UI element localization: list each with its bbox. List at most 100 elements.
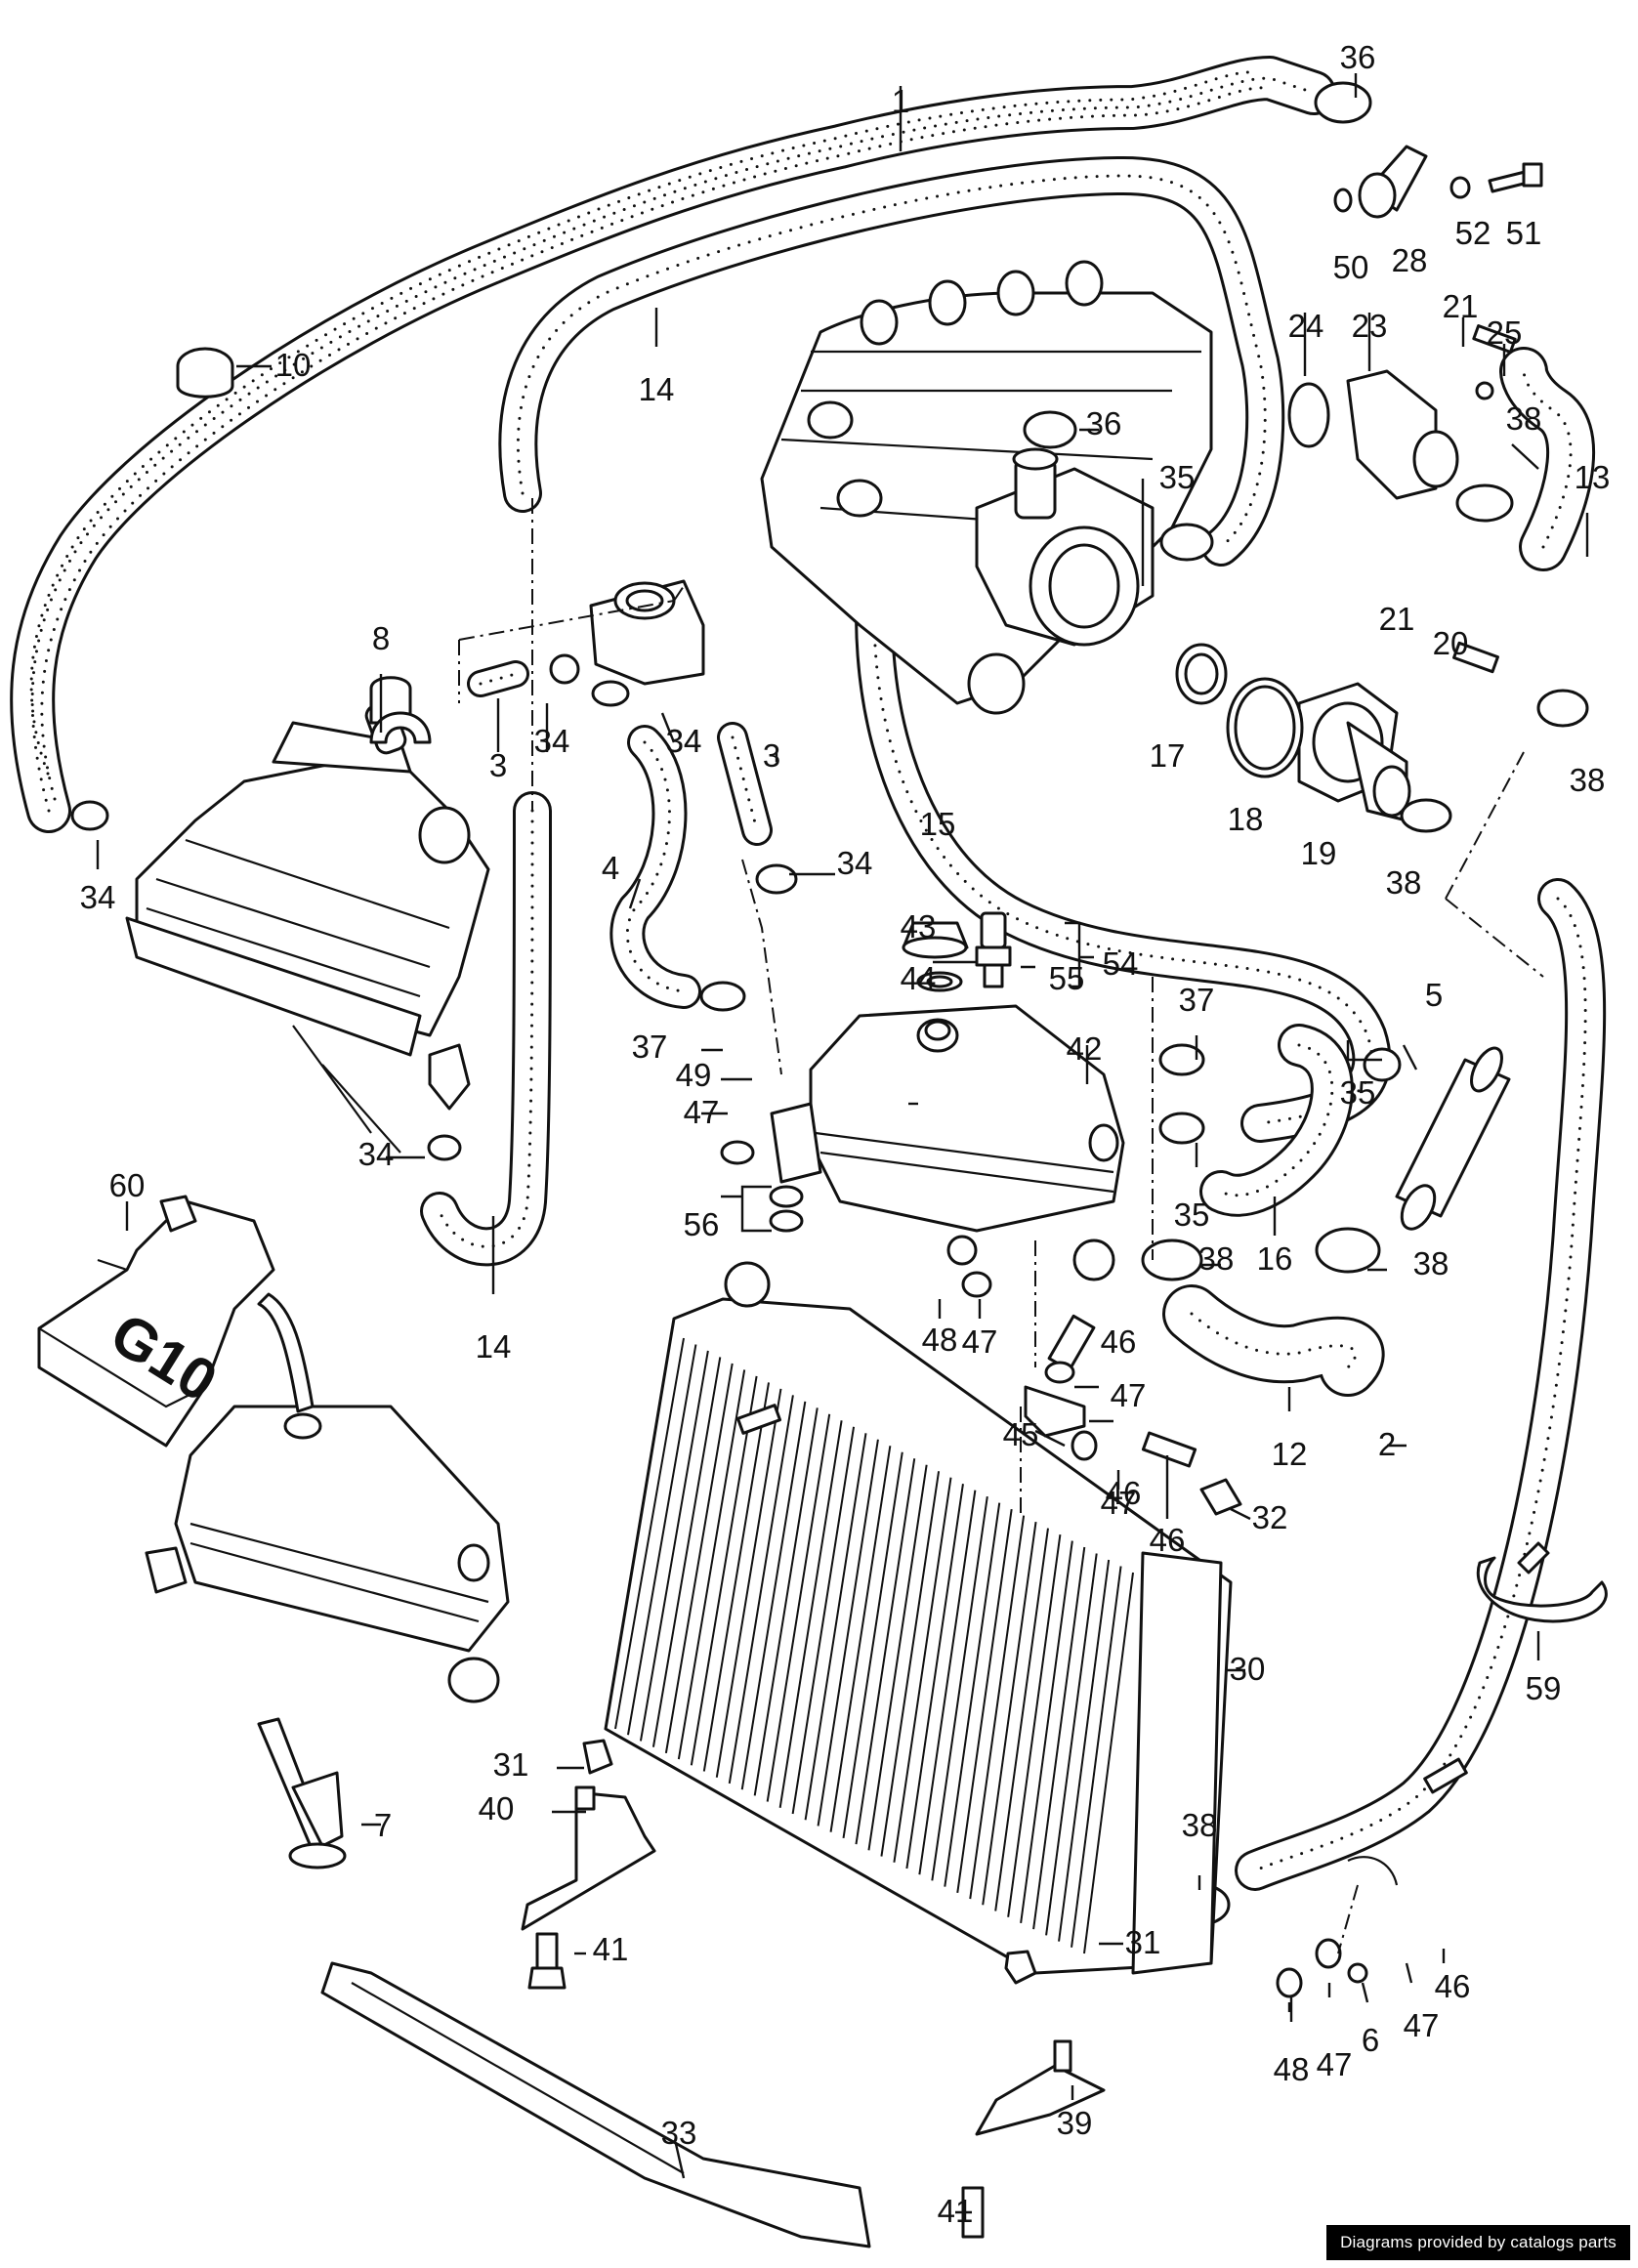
callout-38-repeat: 38 (1570, 762, 1606, 798)
callout-8: 8 (372, 620, 390, 656)
callout-36: 36 (1340, 39, 1376, 75)
callout-54: 54 (1103, 945, 1139, 982)
callout-21-repeat: 21 (1379, 601, 1415, 637)
thermostat-housing (1175, 643, 1411, 822)
hose-13 (1499, 347, 1596, 571)
callout-14: 14 (639, 371, 675, 407)
callout-48: 48 (922, 1322, 958, 1358)
bracket-39 (975, 2039, 1106, 2136)
callout-35-repeat: 35 (1340, 1074, 1376, 1111)
callout-49: 49 (676, 1057, 712, 1093)
small-reservoir (589, 579, 705, 686)
callout-46-repeat: 46 (1435, 1968, 1471, 2004)
callout-34-repeat: 34 (534, 723, 570, 759)
cross-member-33 (320, 1961, 871, 2248)
callout-16: 16 (1257, 1240, 1293, 1277)
callout-34-repeat: 34 (666, 723, 702, 759)
callout-7: 7 (374, 1807, 392, 1843)
callout-42: 42 (1067, 1030, 1103, 1067)
connector-28 (1333, 145, 1543, 219)
strap-59 (1476, 1541, 1608, 1623)
callout-44: 44 (901, 960, 937, 996)
callout-52: 52 (1455, 215, 1491, 251)
sensor-55 (975, 911, 1012, 988)
callout-35-repeat: 35 (1174, 1197, 1210, 1233)
callout-10: 10 (275, 347, 312, 383)
plug-10 (176, 347, 234, 399)
callout-43: 43 (901, 908, 937, 945)
callout-21: 21 (1443, 288, 1479, 324)
callout-18: 18 (1228, 801, 1264, 837)
clip-32 (1199, 1478, 1242, 1516)
callout-23: 23 (1352, 308, 1388, 344)
callout-38-repeat: 38 (1198, 1240, 1235, 1277)
pipe-5 (1395, 1046, 1511, 1231)
callout-41: 41 (593, 1931, 629, 1967)
callout-32: 32 (1252, 1499, 1288, 1535)
hose-2 (1235, 878, 1607, 1891)
hose-3-left (467, 660, 529, 697)
callout-46-repeat: 46 (1101, 1323, 1137, 1360)
bracket-40 (521, 1785, 656, 1931)
leader-lines (96, 73, 1589, 2214)
callout-41-repeat: 41 (938, 2193, 974, 2229)
callout-45: 45 (1003, 1416, 1039, 1452)
callout-35: 35 (1159, 459, 1196, 495)
callout-1: 1 (892, 83, 909, 119)
flange-23 (1287, 369, 1494, 500)
callout-31-repeat: 31 (1125, 1924, 1161, 1960)
radiator-30 (604, 1261, 1233, 1975)
callout-12: 12 (1272, 1436, 1308, 1472)
callout-34-repeat: 34 (666, 723, 702, 759)
callout-38-repeat: 38 (1182, 1807, 1218, 1843)
callout-17: 17 (1150, 737, 1186, 774)
expansion-tank-42 (770, 1004, 1125, 1281)
coolant-bottle-60 (37, 1195, 275, 1448)
callout-30: 30 (1230, 1651, 1266, 1687)
callout-56: 56 (684, 1206, 720, 1242)
callout-37-repeat: 37 (1179, 982, 1215, 1018)
engine-block (760, 260, 1213, 715)
callout-48-repeat: 48 (1274, 2051, 1310, 2087)
callout-34-repeat: 34 (837, 845, 873, 881)
callout-33: 33 (661, 2115, 697, 2151)
hose-12 (1162, 1284, 1385, 1397)
callout-34: 34 (80, 879, 116, 915)
callout-38-repeat: 38 (1386, 864, 1422, 901)
callout-40: 40 (479, 1790, 515, 1827)
callout-36-repeat: 36 (1086, 405, 1122, 441)
washers (720, 1140, 1342, 1998)
hose-16 (1199, 1024, 1354, 1217)
callout-46: 46 (1106, 1475, 1142, 1511)
callout-19: 19 (1301, 835, 1337, 871)
callout-37: 37 (632, 1029, 668, 1065)
callout-47-repeat: 47 (1404, 2007, 1440, 2043)
credit-badge: Diagrams provided by catalogs parts (1326, 2225, 1630, 2260)
callout-2: 2 (1378, 1426, 1396, 1462)
hose-3-right (717, 722, 773, 846)
callout-15: 15 (920, 806, 956, 842)
callout-47: 47 (684, 1094, 720, 1130)
callout-51: 51 (1506, 215, 1542, 251)
lower-reservoir (145, 1292, 510, 1703)
cap-43 (902, 921, 969, 992)
callout-39: 39 (1057, 2105, 1093, 2141)
callout-47-repeat: 47 (1317, 2046, 1353, 2082)
bracket-45 (1024, 1385, 1086, 1438)
callout-47-repeat: 47 (962, 1323, 998, 1360)
hose-1 (10, 56, 1336, 833)
callout-60: 60 (109, 1167, 146, 1203)
bolts (527, 324, 1517, 2239)
callout-13: 13 (1575, 459, 1611, 495)
callout-47-repeat: 47 (1101, 1485, 1137, 1521)
callout-20: 20 (1433, 625, 1469, 661)
clip-8 (369, 711, 432, 744)
callout-38-repeat: 38 (1413, 1245, 1449, 1281)
callout-25: 25 (1487, 315, 1523, 351)
callout-6: 6 (1362, 2022, 1379, 2058)
callout-34-repeat: 34 (358, 1136, 395, 1172)
callout-24: 24 (1288, 308, 1324, 344)
callout-50: 50 (1333, 249, 1369, 285)
callout-46-repeat: 46 (1150, 1522, 1186, 1558)
